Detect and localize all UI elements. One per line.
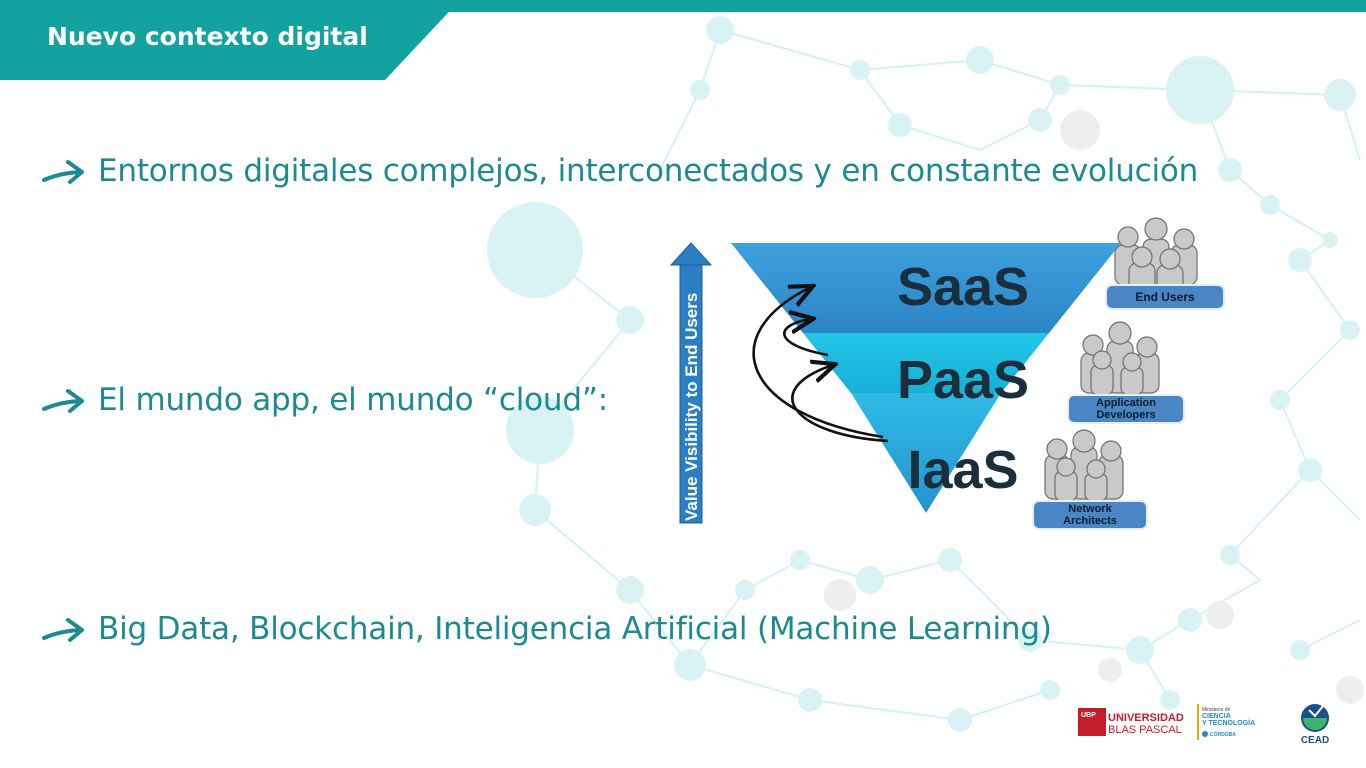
svg-text:End Users: End Users [1135,290,1195,304]
ministerio-logo: Ministerio de CIENCIA Y TECNOLOGÍA CÓRDO… [1197,704,1255,740]
bullet-text: El mundo app, el mundo “cloud”: [98,382,608,418]
iaas-layer [851,393,1001,513]
svg-text:Network: Network [1068,503,1112,515]
arrow-bullet-icon [42,160,84,184]
bullet-item: Big Data, Blockchain, Inteligencia Artif… [40,611,1052,647]
title-banner [0,0,460,80]
svg-text:Ministerio de: Ministerio de [1202,707,1231,713]
application-developers-label: Application Developers [1067,394,1185,424]
svg-text:UNIVERSIDAD: UNIVERSIDAD [1108,712,1184,724]
progression-arrows [752,287,889,443]
application-developers-icon [1080,321,1160,396]
end-users-icon [1114,217,1198,294]
svg-text:Developers: Developers [1096,409,1155,421]
svg-text:Architects: Architects [1063,515,1117,527]
layer-label-iaas: IaaS [907,440,1018,500]
bullet-item: Entornos digitales complejos, interconec… [40,153,1198,189]
cloud-service-diagram: Value Visibility to End Users SaaS PaaS … [663,215,1233,535]
arrow-bullet-icon [42,618,84,642]
svg-text:UBP: UBP [1081,712,1096,719]
svg-text:BLAS PASCAL: BLAS PASCAL [1108,724,1182,736]
layer-label-paas: PaaS [897,350,1029,410]
svg-text:CEAD: CEAD [1301,735,1329,746]
network-architects-icon [1044,429,1124,502]
slide-title: Nuevo contexto digital [47,22,368,51]
svg-text:CÓRDOBA: CÓRDOBA [1210,730,1236,738]
end-users-label: End Users [1105,284,1225,310]
paas-layer [803,333,1049,393]
layer-label-saas: SaaS [897,257,1029,317]
bullet-text: Entornos digitales complejos, interconec… [98,153,1199,189]
svg-text:Y TECNOLOGÍA: Y TECNOLOGÍA [1202,718,1255,727]
svg-text:Application: Application [1096,397,1156,409]
axis-label: Value Visibility to End Users [682,293,701,521]
cead-logo: CEAD [1301,704,1329,746]
bullet-text: Big Data, Blockchain, Inteligencia Artif… [98,611,1052,647]
footer-logos: UBP UNIVERSIDAD BLAS PASCAL Ministerio d… [1076,700,1346,760]
network-architects-label: Network Architects [1032,500,1148,530]
bullet-item: El mundo app, el mundo “cloud”: [40,382,608,418]
value-axis-arrow: Value Visibility to End Users [669,242,713,524]
saas-layer [731,243,1121,333]
svg-text:CIENCIA: CIENCIA [1202,713,1231,720]
arrow-bullet-icon [42,389,84,413]
ubp-logo: UBP UNIVERSIDAD BLAS PASCAL [1078,708,1184,736]
